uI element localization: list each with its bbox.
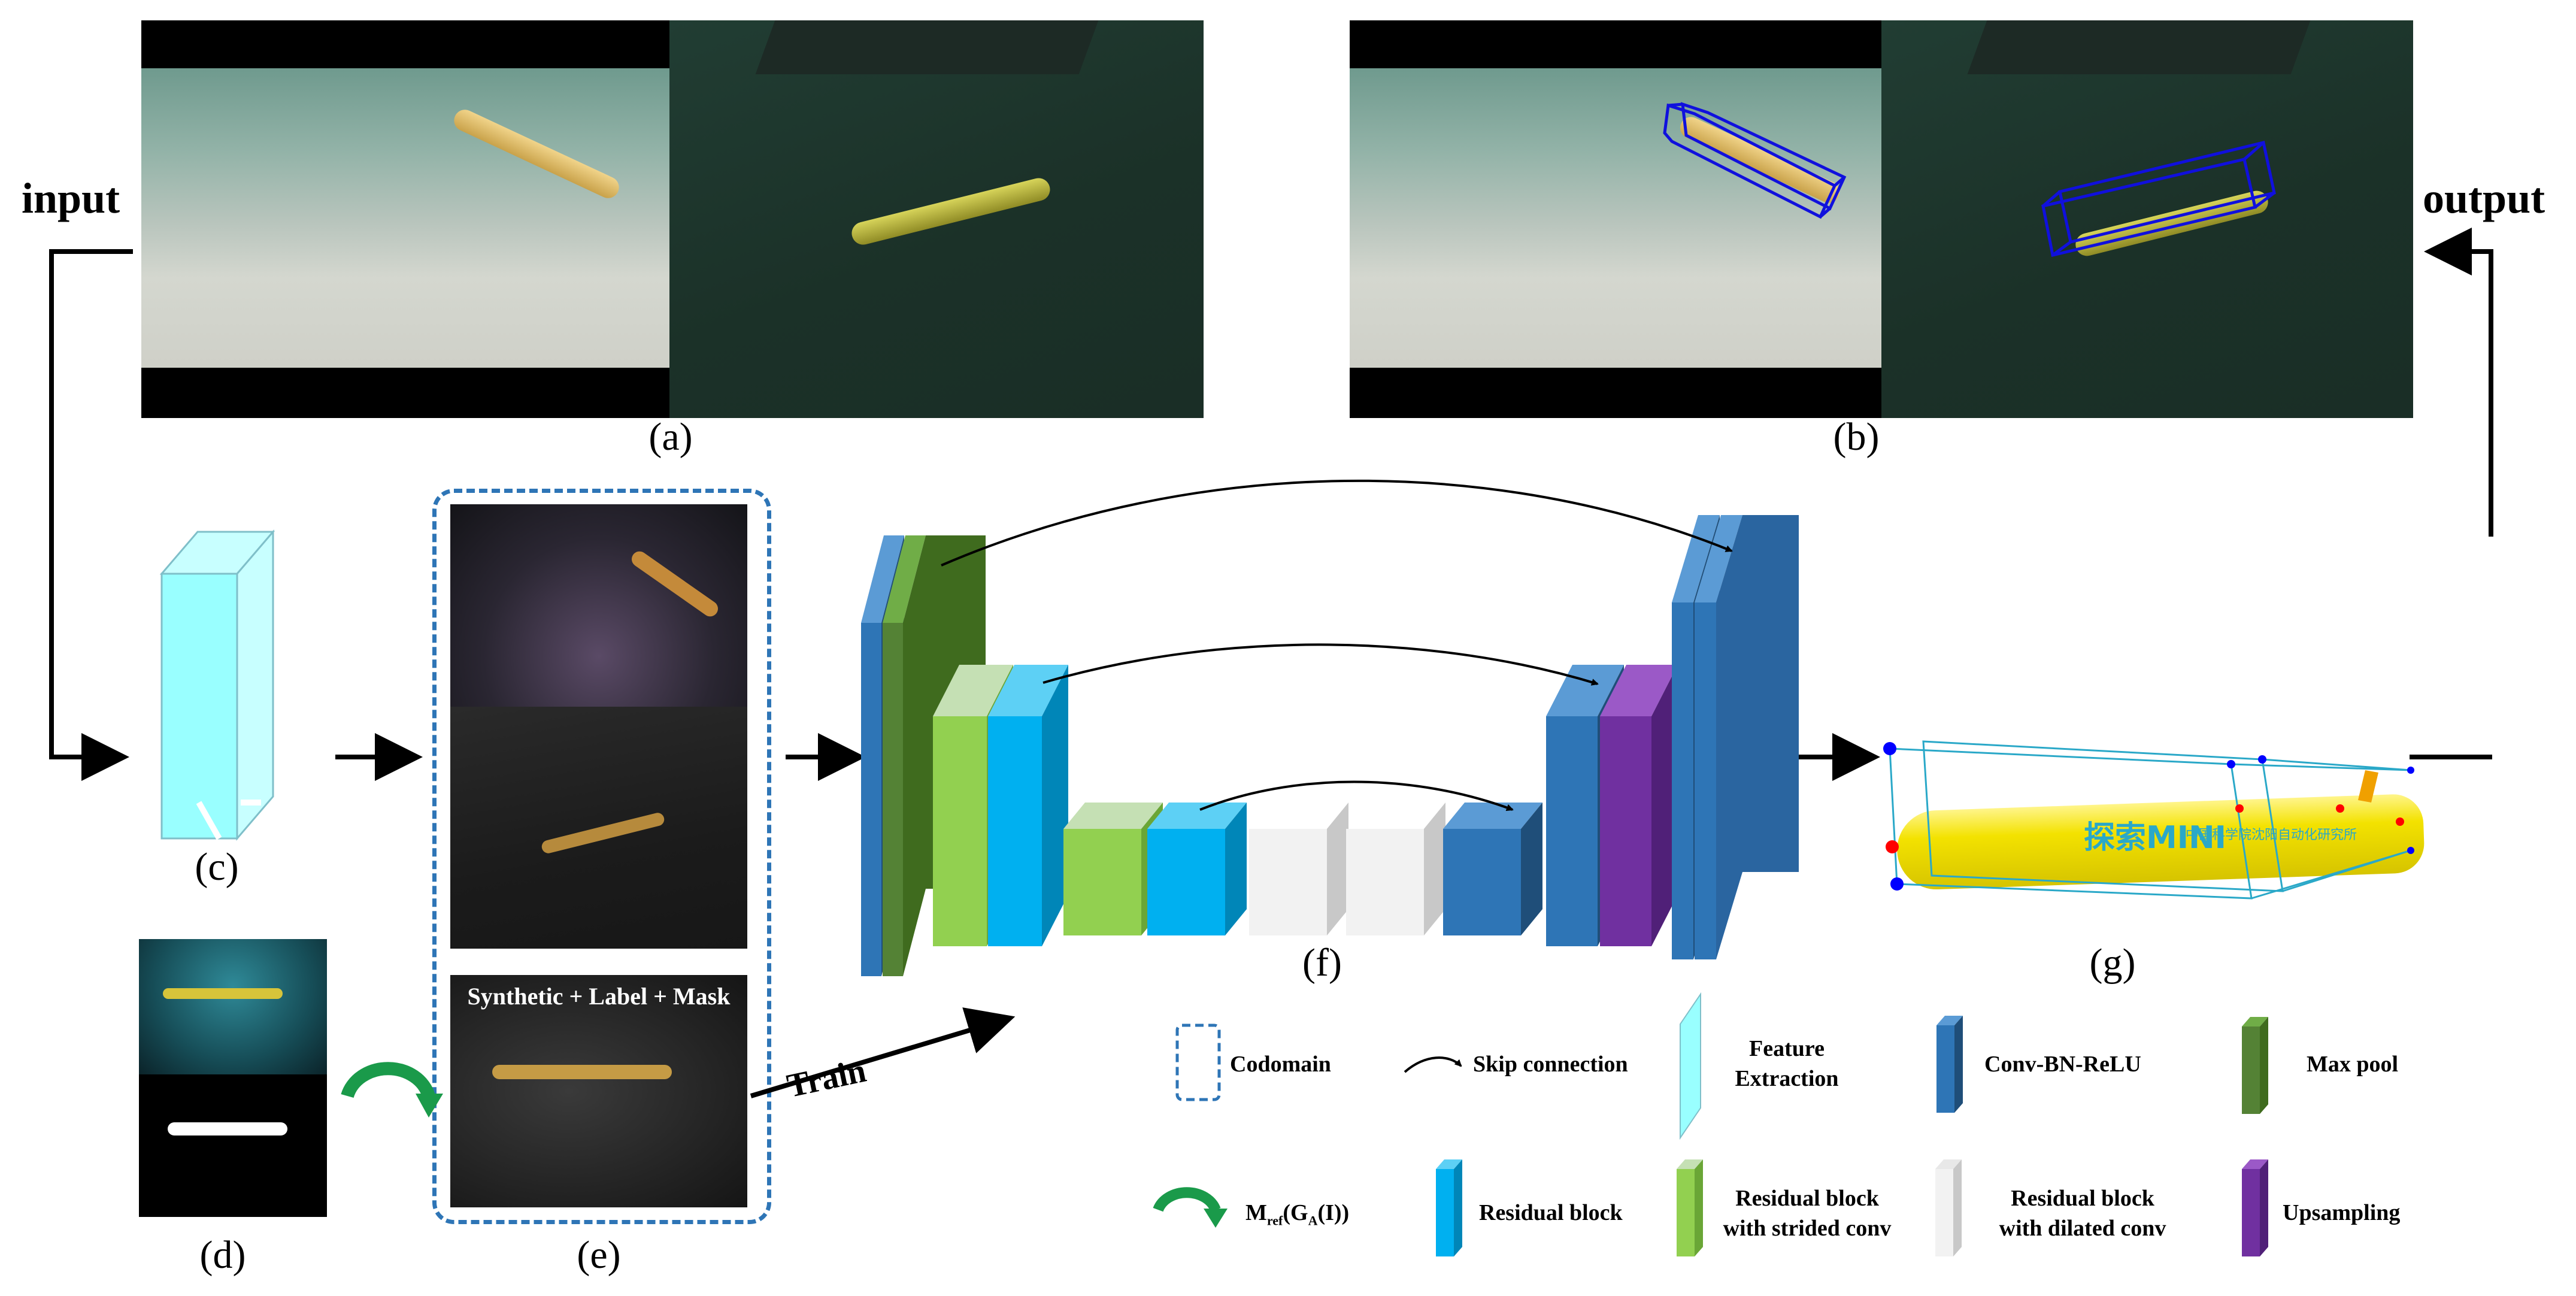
input-arrow — [49, 249, 133, 781]
legend-residual-label: Residual block — [1479, 1200, 1623, 1225]
caption-a: (a) — [648, 415, 693, 459]
legend-strided-line2: with strided conv — [1723, 1216, 1892, 1241]
synthetic-render-image — [139, 939, 327, 1074]
synthetic-label-mask-caption: Synthetic + Label + Mask — [467, 983, 731, 1010]
legend-mref-label: Mref(GA(I)) — [1245, 1198, 1349, 1236]
augmented-image-2 — [450, 707, 747, 949]
legend-codomain-label: Codomain — [1230, 1052, 1331, 1077]
skip-connections — [941, 479, 1733, 811]
output-photo-pool — [1350, 20, 1881, 418]
caption-f: (f) — [1302, 941, 1342, 985]
unet-conv-block-3 — [1443, 803, 1542, 935]
input-label: input — [22, 174, 120, 222]
legend-feature-label: Feature Extraction — [1727, 1034, 1847, 1094]
caption-g: (g) — [2089, 941, 2136, 985]
legend-dilated-icon — [1935, 1159, 1962, 1256]
mref-g: (G — [1283, 1200, 1308, 1225]
legend-upsampling-icon — [2242, 1159, 2268, 1256]
unet-residual-block-3 — [1147, 803, 1247, 935]
codomain-box — [432, 489, 771, 1224]
legend-upsampling-label: Upsampling — [2283, 1200, 2401, 1225]
legend-conv-label: Conv-BN-ReLU — [1984, 1052, 2141, 1077]
unet-dilated-block-2 — [1346, 803, 1445, 935]
legend-feature-icon — [1680, 992, 1701, 1140]
legend-maxpool-icon — [2242, 1017, 2268, 1114]
caption-b: (b) — [1833, 415, 1880, 459]
caption-d: (d) — [199, 1233, 246, 1277]
legend-skip-icon — [1404, 1056, 1462, 1073]
augmented-image-3 — [450, 975, 747, 1207]
legend-feature-line1: Feature — [1749, 1036, 1825, 1061]
caption-e: (e) — [577, 1233, 621, 1277]
skip-connection-3 — [1199, 780, 1514, 811]
train-arrow — [750, 1007, 1016, 1098]
mref-curved-arrow — [341, 1062, 443, 1118]
unet-conv-block-dec-1b — [1695, 515, 1799, 959]
legend-strided-line1: Residual block — [1735, 1186, 1879, 1211]
caption-c: (c) — [195, 845, 239, 889]
input-photo-pool — [141, 20, 669, 418]
legend-strided-icon — [1677, 1159, 1703, 1256]
vehicle-3d-bbox — [1889, 740, 2411, 900]
unet-dilated-block-1 — [1249, 803, 1348, 935]
legend-dilated-label: Residual block with dilated conv — [1987, 1183, 2178, 1243]
skip-connection-2 — [1042, 643, 1599, 686]
legend-mref-icon — [1153, 1187, 1228, 1228]
vehicle-fin — [2358, 770, 2378, 803]
output-label: output — [2423, 174, 2545, 222]
mask-image — [139, 1074, 327, 1217]
legend-maxpool-label: Max pool — [2307, 1052, 2399, 1077]
legend-strided-label: Residual block with strided conv — [1711, 1183, 1903, 1243]
unet-residual-block-2 — [988, 665, 1068, 946]
legend-residual-icon — [1436, 1159, 1462, 1256]
mref-sub-a: A — [1308, 1213, 1318, 1228]
legend-conv-icon — [1936, 1016, 1963, 1113]
augmented-image-1 — [450, 504, 747, 707]
vehicle-org: 中国科学院沈阳自动化研究所 — [2186, 828, 2357, 843]
vehicle-name: 探索MINI — [2084, 820, 2226, 856]
mref-end: (I)) — [1317, 1200, 1350, 1225]
vehicle-keypoints — [1883, 742, 2414, 891]
mref-sub: ref — [1266, 1213, 1283, 1228]
legend-dilated-line2: with dilated conv — [1999, 1216, 2166, 1241]
input-photo-tank — [669, 20, 1204, 418]
skip-connection-1 — [941, 479, 1733, 567]
mref-m: M — [1245, 1200, 1267, 1225]
legend-skip-label: Skip connection — [1473, 1052, 1628, 1077]
legend-feature-line2: Extraction — [1735, 1066, 1839, 1091]
legend-codomain-icon — [1175, 1024, 1221, 1101]
output-arrow — [2410, 228, 2493, 759]
feature-extraction-block — [159, 529, 275, 841]
unet-upsampling-block-2 — [1600, 665, 1678, 946]
legend-dilated-line1: Residual block — [2011, 1186, 2154, 1211]
